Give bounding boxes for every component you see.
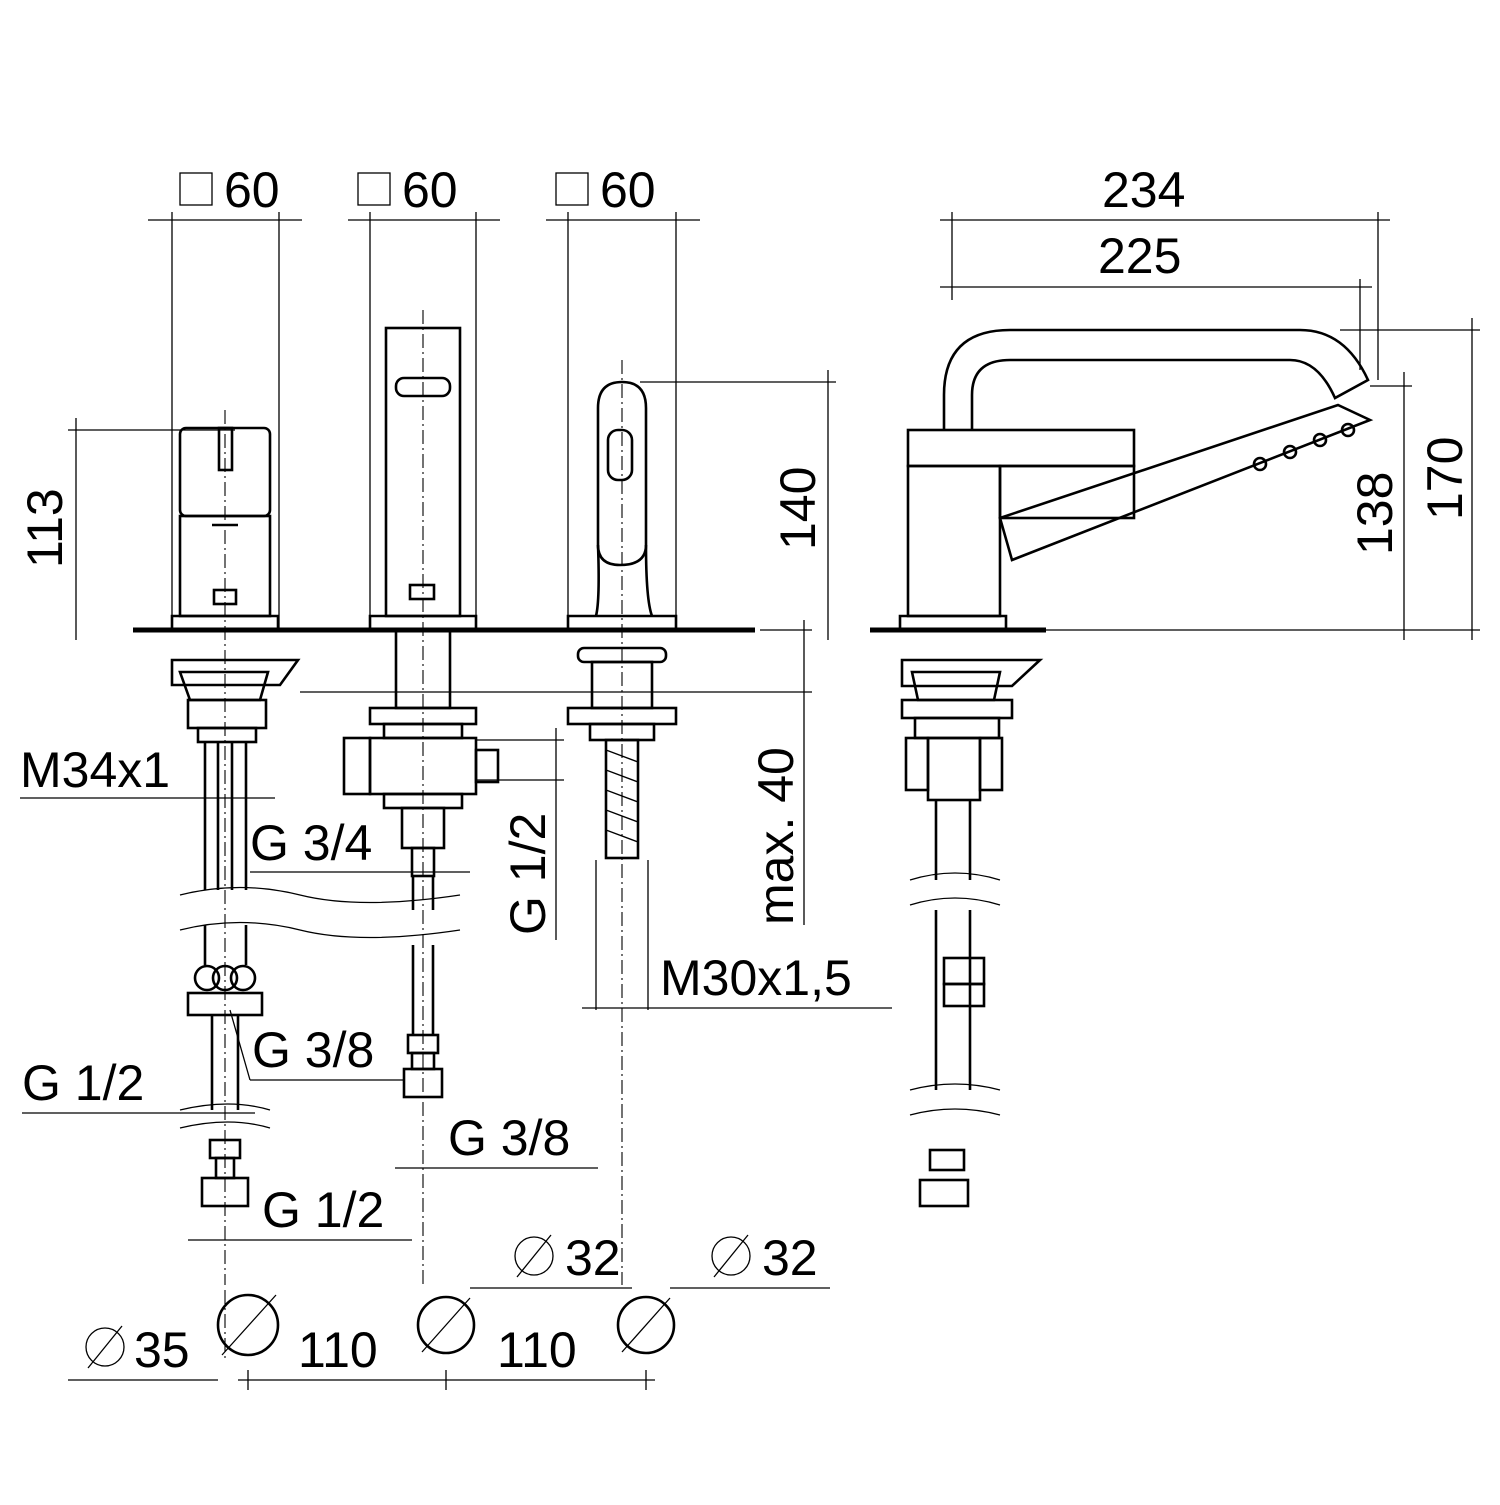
dim-height-170: 170 — [1040, 318, 1480, 640]
dim-g12-bottom: G 1/2 — [188, 1182, 412, 1241]
dim-height-170-label: 170 — [1417, 437, 1473, 520]
dim-g12-left: G 1/2 — [22, 1055, 255, 1114]
dim-height-138-label: 138 — [1347, 472, 1403, 555]
square-icon — [179, 172, 213, 206]
square-icon — [555, 172, 589, 206]
dim-g12-mid: G 1/2 — [476, 728, 564, 940]
dim-height-138: 138 — [1347, 372, 1412, 640]
dim-g12-mid-label: G 1/2 — [500, 813, 556, 935]
dim-hole-35-label: 35 — [134, 1322, 190, 1378]
diameter-icon — [85, 1327, 125, 1367]
dim-g12-left-label: G 1/2 — [22, 1055, 144, 1111]
dim-square-1: 60 — [148, 162, 302, 630]
dim-g38-mid-label: G 3/8 — [448, 1110, 570, 1166]
hole-35: 35 — [68, 1290, 280, 1381]
hole-32-b: 32 — [616, 1230, 830, 1355]
diameter-icon — [514, 1236, 554, 1276]
dim-m30: M30x1,5 — [582, 950, 892, 1009]
dim-m34-label: M34x1 — [20, 742, 170, 798]
dim-g34: G 3/4 — [250, 815, 470, 873]
valve-left — [170, 410, 301, 1285]
spout-center — [342, 310, 500, 1285]
dim-width-225: 225 — [940, 228, 1372, 370]
dim-spacing: 110 110 — [238, 1322, 655, 1390]
dim-height-140-label: 140 — [770, 467, 826, 550]
dim-width-234-label: 234 — [1102, 162, 1185, 218]
dim-g38-left-label: G 3/8 — [252, 1022, 374, 1078]
dim-spacing-a-label: 110 — [298, 1322, 378, 1378]
dim-hole-32b-label: 32 — [762, 1230, 818, 1286]
square-icon — [357, 172, 391, 206]
dim-g34-label: G 3/4 — [250, 815, 372, 871]
dim-max-40-label: max. 40 — [748, 747, 804, 925]
dim-square-3-label: 60 — [600, 162, 656, 218]
hole-32-a: 32 — [416, 1230, 632, 1355]
dim-height-113: 113 — [17, 418, 235, 640]
dim-square-2-label: 60 — [402, 162, 458, 218]
dim-g38-left: G 3/8 — [229, 1009, 405, 1081]
dim-square-1-label: 60 — [224, 162, 280, 218]
dim-width-225-label: 225 — [1098, 228, 1181, 284]
side-view — [898, 328, 1374, 1208]
dim-m30-label: M30x1,5 — [660, 950, 852, 1006]
diameter-icon — [711, 1236, 751, 1276]
dim-height-140: 140 — [640, 370, 836, 640]
dim-square-2: 60 — [348, 162, 500, 630]
dim-hole-32a-label: 32 — [565, 1230, 621, 1286]
dim-g12-bottom-label: G 1/2 — [262, 1182, 384, 1238]
dim-g38-mid: G 3/8 — [395, 1110, 598, 1169]
dim-height-113-label: 113 — [17, 488, 73, 568]
dim-width-234: 234 — [940, 162, 1390, 380]
dim-square-3: 60 — [546, 162, 700, 630]
shower-holder — [566, 360, 678, 1285]
dim-m34: M34x1 — [20, 742, 275, 799]
dim-spacing-b-label: 110 — [497, 1322, 577, 1378]
dim-max-40: max. 40 — [300, 620, 812, 925]
break-lines — [179, 872, 1001, 1129]
